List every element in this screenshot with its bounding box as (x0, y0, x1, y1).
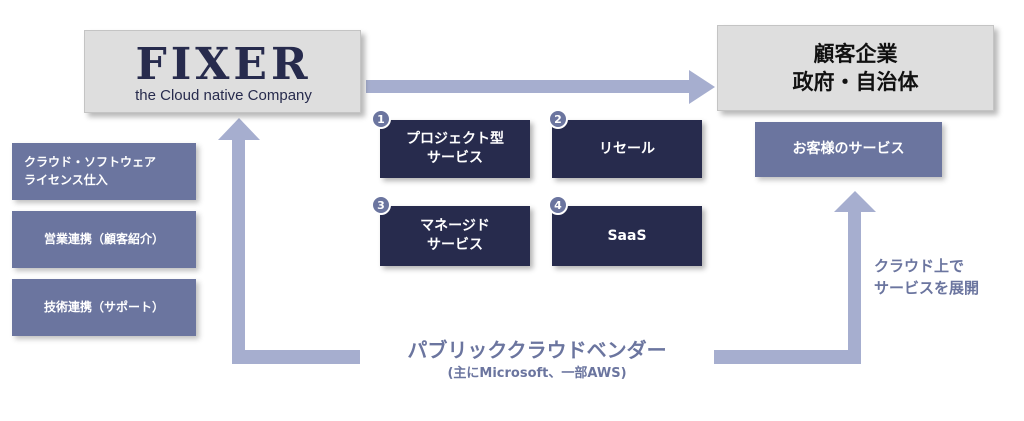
number-badge: 4 (548, 195, 568, 215)
vendor-input-label: クラウド・ソフトウェア ライセンス仕入 (24, 155, 157, 187)
service-label: リセール (599, 140, 655, 157)
vendor-input-sales: 営業連携（顧客紹介） (12, 211, 196, 268)
flow-arrow-to-client-shaft (366, 80, 691, 93)
fixer-tagline: the Cloud native Company (135, 87, 312, 104)
arrow-up-icon (834, 191, 876, 212)
service-box-saas: SaaS (552, 206, 702, 266)
client-line-1: 顧客企業 (813, 41, 898, 66)
fixer-company-box: FIXER the Cloud native Company (84, 30, 361, 113)
vendor-flow-right-horizontal (714, 350, 861, 364)
customer-service-label: お客様のサービス (792, 141, 905, 158)
vendor-input-label: 技術連携（サポート） (43, 299, 164, 314)
service-box-resale: リセール (552, 120, 702, 178)
number-badge: 2 (548, 109, 568, 129)
vendor-input-license: クラウド・ソフトウェア ライセンス仕入 (12, 143, 196, 200)
number-badge: 3 (371, 195, 391, 215)
service-box-project: プロジェクト型 サービス (380, 120, 530, 178)
number-badge: 1 (371, 109, 391, 129)
vendor-subtitle: (主にMicrosoft、一部AWS) (447, 366, 627, 381)
vendor-flow-right-vertical (848, 210, 861, 364)
vendor-input-label: 営業連携（顧客紹介） (43, 231, 164, 246)
service-label: SaaS (607, 227, 647, 244)
client-box: 顧客企業 政府・自治体 (717, 25, 994, 111)
vendor-input-tech: 技術連携（サポート） (12, 279, 196, 336)
service-box-managed: マネージド サービス (380, 206, 530, 266)
arrow-right-icon (689, 70, 715, 104)
cloud-deploy-label: クラウド上で サービスを展開 (874, 257, 980, 297)
vendor-flow-left-vertical (232, 138, 245, 364)
vendor-flow-left-horizontal (232, 350, 360, 364)
client-line-2: 政府・自治体 (792, 70, 919, 94)
arrow-up-icon (218, 118, 260, 140)
vendor-title: パブリッククラウドベンダー (407, 338, 667, 362)
service-label: マネージド サービス (420, 218, 490, 253)
customer-service-box: お客様のサービス (755, 122, 942, 177)
service-label: プロジェクト型 サービス (406, 131, 504, 166)
fixer-logo: FIXER (135, 39, 312, 90)
